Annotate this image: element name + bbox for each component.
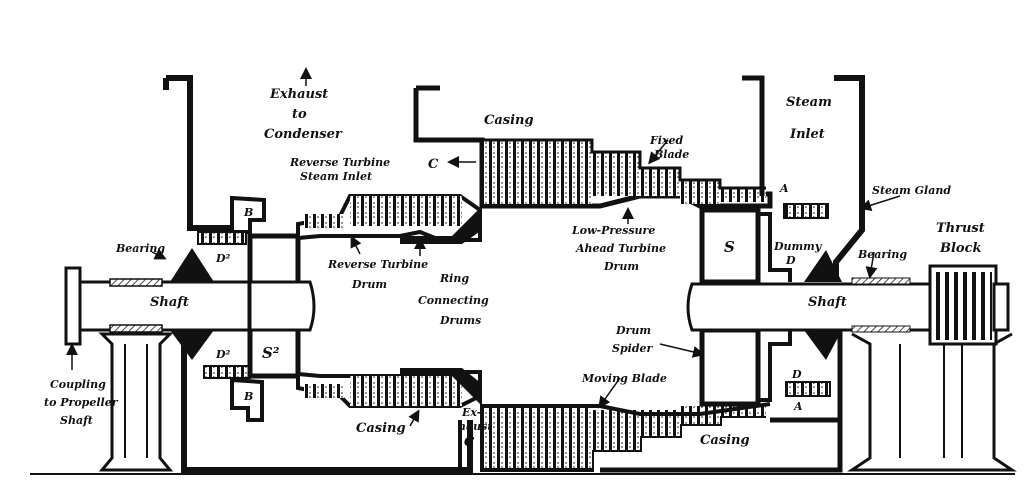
label-thrust-1: Thrust xyxy=(936,221,985,236)
label-coupling-3: Shaft xyxy=(60,414,93,427)
label-b-top: B xyxy=(243,206,253,219)
label-steam-gland: Steam Gland xyxy=(872,184,951,197)
steam-inlet-pipe xyxy=(833,75,865,282)
label-dummy-1: Dummy xyxy=(773,240,823,253)
low-pressure-drum-bottom xyxy=(458,402,843,473)
label-lp-2: Ahead Turbine xyxy=(575,242,666,255)
label-reverse-inlet-1: Reverse Turbine xyxy=(289,156,390,169)
label-reverse-drum-1: Reverse Turbine xyxy=(327,258,428,271)
label-fixed-blade-2: Blade xyxy=(653,148,689,161)
label-bearing-right: Bearing xyxy=(857,248,907,261)
label-ring-3: Drums xyxy=(439,314,481,327)
label-a-top: A xyxy=(779,182,789,195)
exhaust-pipe xyxy=(166,75,232,231)
label-steam-1: Steam xyxy=(786,95,832,110)
label-ring-1: Ring xyxy=(439,272,469,285)
label-bearing-left: Bearing xyxy=(115,242,165,255)
bottom-left-casing xyxy=(181,330,473,473)
label-drum-spider-2: Spider xyxy=(612,342,654,355)
label-coupling-1: Coupling xyxy=(50,378,106,391)
label-exhaust-1: Exhaust xyxy=(269,87,328,102)
label-d2-bottom: D² xyxy=(215,348,231,361)
low-pressure-drum xyxy=(413,75,773,209)
label-d2-top: D² xyxy=(215,252,231,265)
dummy-bottom xyxy=(785,381,831,397)
label-coupling-2: to Propeller xyxy=(44,396,119,409)
label-casing-bottom-left: Casing xyxy=(356,421,406,436)
label-moving-blade: Moving Blade xyxy=(581,372,667,385)
left-bearing-pedestal xyxy=(98,278,174,472)
label-steam-2: Inlet xyxy=(789,127,825,142)
label-shaft-left: Shaft xyxy=(150,295,189,310)
label-reverse-drum-2: Drum xyxy=(351,278,387,291)
coupling-flange xyxy=(64,266,254,346)
label-exhaust-bottom-1: Ex- xyxy=(461,406,482,419)
label-fixed-blade-1: Fixed xyxy=(649,134,684,147)
label-s2: S² xyxy=(262,344,280,362)
label-d-bottom: D xyxy=(791,368,802,381)
drum-spider xyxy=(699,207,792,407)
label-casing-bottom-right: Casing xyxy=(700,433,750,448)
left-gland-top xyxy=(170,248,214,282)
label-exhaust-2: to xyxy=(292,107,307,122)
thrust-block xyxy=(928,264,1010,346)
label-exhaust-bottom-2: haust xyxy=(458,420,492,433)
label-c-bottom: C xyxy=(464,435,475,450)
label-ring-2: Connecting xyxy=(418,294,489,307)
label-b-bottom: B xyxy=(243,390,253,403)
label-lp-3: Drum xyxy=(603,260,639,273)
dummy-top xyxy=(783,203,829,219)
label-c-top: C xyxy=(428,157,439,172)
reverse-drum xyxy=(296,194,482,408)
right-bearing-pedestal xyxy=(847,332,1017,472)
label-a-bottom: A xyxy=(793,400,803,413)
label-thrust-2: Block xyxy=(939,241,982,256)
d2-top-gland xyxy=(197,231,247,245)
label-s-right: S xyxy=(724,238,735,256)
label-casing-top: Casing xyxy=(484,113,534,128)
label-lp-1: Low-Pressure xyxy=(571,224,655,237)
label-dummy-2: D xyxy=(785,254,796,267)
left-gland-bottom xyxy=(170,330,214,360)
label-shaft-right: Shaft xyxy=(808,295,847,310)
label-drum-spider-1: Drum xyxy=(615,324,651,337)
label-reverse-inlet-2: Steam Inlet xyxy=(300,170,372,183)
left-shaft-inner xyxy=(248,280,316,332)
label-exhaust-3: Condenser xyxy=(264,127,343,142)
ring-connecting-drums xyxy=(400,206,482,244)
d2-bottom-gland xyxy=(203,365,251,379)
